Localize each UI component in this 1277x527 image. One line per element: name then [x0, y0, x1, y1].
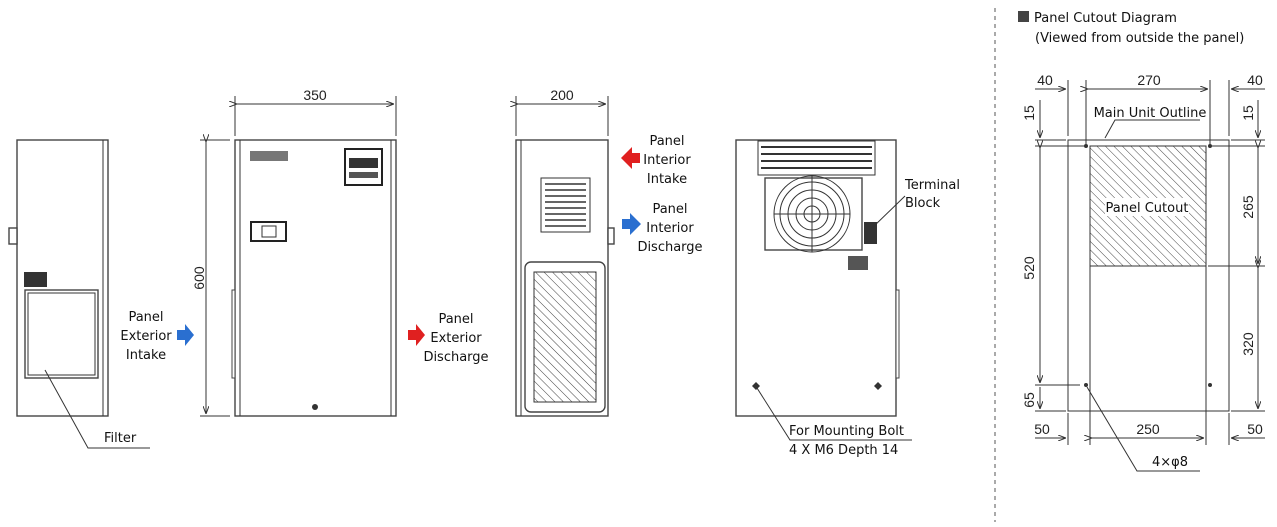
label-text: Block	[905, 196, 941, 211]
cutout-title: Panel Cutout Diagram	[1034, 11, 1177, 26]
label-text: Panel Cutout	[1106, 201, 1189, 216]
label-text: 265	[1240, 195, 1256, 219]
front-view: 350 600	[191, 87, 397, 417]
interior-discharge-annotation: Panel Interior Discharge	[622, 202, 703, 255]
label-text: 40	[1247, 72, 1263, 88]
label-text: 520	[1021, 256, 1037, 280]
exterior-discharge-annotation: Panel Exterior Discharge	[408, 312, 489, 365]
label-text: Discharge	[637, 240, 702, 255]
label-text: For Mounting Bolt	[789, 424, 904, 439]
warning-label	[24, 272, 47, 287]
width-dimension: 350	[303, 87, 327, 103]
label-text: 4 X M6 Depth 14	[789, 443, 898, 458]
label-text: 270	[1137, 72, 1161, 88]
label-text: Intake	[126, 348, 166, 363]
back-view: Terminal Block For Mounting Bolt 4 X M6 …	[735, 139, 960, 458]
label-text: Intake	[647, 172, 687, 187]
exterior-intake-annotation: Panel Exterior Intake	[120, 310, 194, 363]
label-text: Panel	[438, 312, 473, 327]
height-dimension: 600	[191, 266, 207, 290]
filter	[24, 289, 99, 379]
red-arrow-icon	[408, 324, 425, 346]
panel-cutout-diagram: Panel Cutout Diagram (Viewed from outsid…	[1018, 11, 1265, 472]
label-text: 50	[1034, 421, 1050, 437]
label-text: Exterior	[430, 331, 482, 346]
label-text: 320	[1240, 332, 1256, 356]
spec-label	[540, 177, 591, 233]
blue-arrow-icon	[177, 324, 194, 346]
filter-label: Filter	[104, 431, 137, 446]
right-side-view: 200	[516, 87, 615, 417]
label-text: Discharge	[423, 350, 488, 365]
label-text: 250	[1136, 421, 1160, 437]
hole-spec: 4×φ8	[1152, 455, 1188, 470]
label-text: Interior	[643, 153, 691, 168]
label-text: Panel	[652, 202, 687, 217]
main-unit-outline-label: Main Unit Outline	[1094, 106, 1207, 121]
label-text: Panel	[128, 310, 163, 325]
label-text: Interior	[646, 221, 694, 236]
label-text: Panel	[649, 134, 684, 149]
bullet-square-icon	[1018, 11, 1029, 22]
label-text: 15	[1240, 105, 1256, 121]
label-text: 50	[1247, 421, 1263, 437]
label-text: 40	[1037, 72, 1053, 88]
label-text: Terminal	[904, 178, 960, 193]
blue-arrow-icon	[622, 213, 641, 235]
red-arrow-icon	[621, 147, 640, 169]
label-text: 15	[1021, 105, 1037, 121]
cutout-subtitle: (Viewed from outside the panel)	[1035, 31, 1244, 46]
left-side-view: Filter	[8, 139, 150, 449]
label-text: Exterior	[120, 329, 172, 344]
label-text: 65	[1021, 392, 1037, 408]
interior-intake-annotation: Panel Interior Intake	[621, 134, 691, 187]
main-unit-outline	[1067, 139, 1230, 412]
terminal-block	[864, 222, 877, 244]
brand-logo	[250, 151, 288, 161]
depth-dimension: 200	[550, 87, 574, 103]
